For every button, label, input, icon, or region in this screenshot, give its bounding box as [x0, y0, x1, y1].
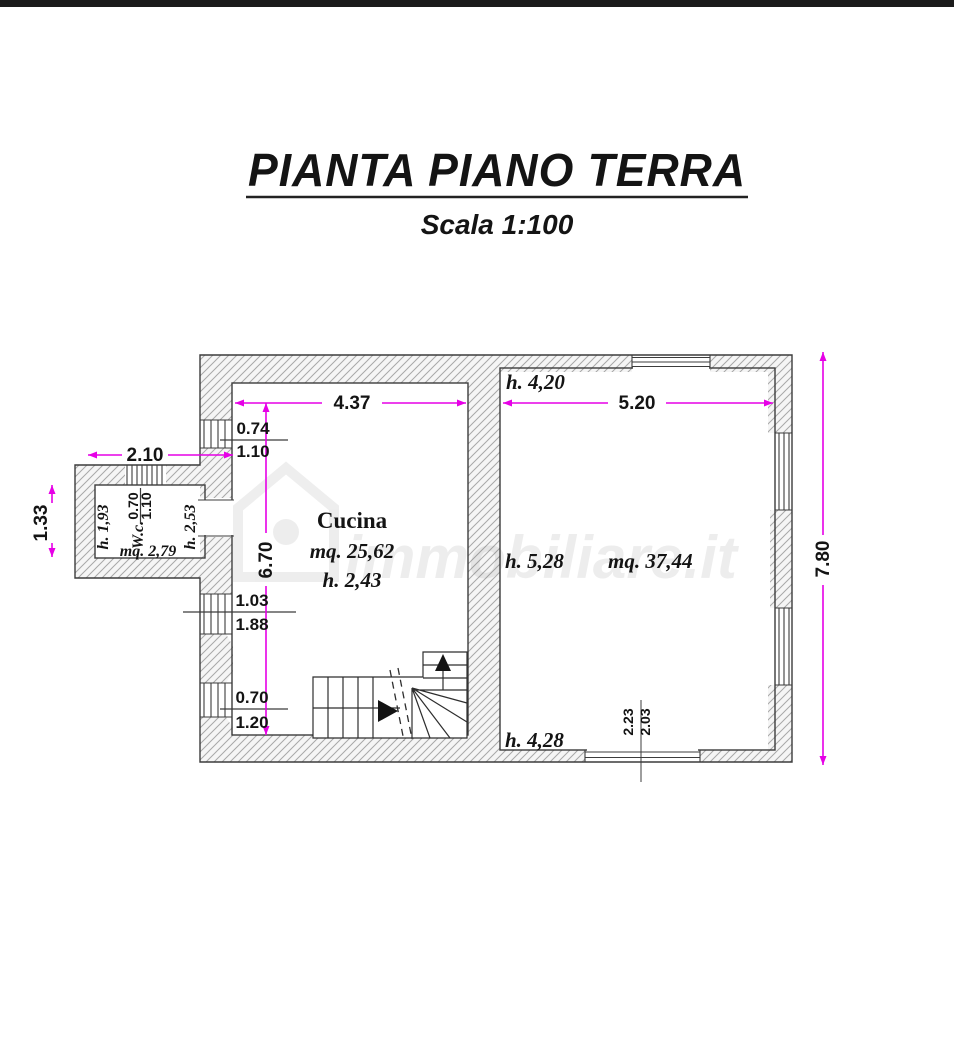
dim-kitchen-depth: 6.70	[256, 542, 277, 579]
dim-wc-width: 2.10	[127, 445, 164, 466]
kitchen-area: mq. 25,62	[310, 539, 395, 563]
dim-kitchen-width: 4.37	[334, 393, 371, 414]
stair-up-arrow	[435, 654, 451, 671]
watermark-text: immobiliare.it	[345, 524, 740, 591]
watermark: immobiliare.it	[233, 461, 740, 591]
kitchen-label: Cucina	[317, 508, 388, 533]
dim-window-low-height: 1.20	[235, 713, 268, 732]
window-lines	[126, 355, 792, 782]
watermark-house-icon	[233, 461, 339, 582]
walls	[75, 355, 792, 762]
page-title: PIANTA PIANO TERRA	[248, 144, 746, 196]
scan-top-bar	[0, 0, 954, 7]
wc-height-right: h. 2,53	[182, 505, 199, 550]
dim-window-top-height: 1.10	[236, 442, 269, 461]
dim-wc-depth: 1.33	[31, 505, 52, 542]
stair-right-arrow	[378, 700, 398, 722]
kitchen-height: h. 2,43	[323, 568, 382, 592]
living-height-bottom: h. 4,28	[505, 728, 564, 752]
room-labels: h. 1,93 0.70 1.10 W.c. mq. 2,79 h. 2,53 …	[95, 370, 693, 752]
stair-direction-arrows	[378, 654, 451, 722]
living-area: mq. 37,44	[608, 549, 693, 573]
dim-door-b: 2.03	[637, 708, 653, 735]
dim-window-mid-height: 1.88	[235, 615, 268, 634]
wc-label: W.c.	[130, 521, 147, 549]
dimension-labels: 2.10 1.33 4.37 6.70 5.20 7.80 0.74 1.10 …	[31, 393, 834, 736]
wc-height-left: h. 1,93	[95, 505, 112, 550]
wc-window-height: 1.10	[138, 492, 154, 519]
stairs	[312, 651, 468, 742]
wc-area: mq. 2,79	[120, 543, 176, 560]
wc-window-width: 0.70	[125, 492, 141, 519]
watermark-dot	[273, 519, 299, 545]
wall-outlines	[74, 354, 793, 763]
dim-door-a: 2.23	[620, 708, 636, 735]
dim-plan-depth: 7.80	[813, 541, 834, 578]
dim-living-width: 5.20	[619, 393, 656, 414]
dim-window-top-width: 0.74	[236, 419, 270, 438]
page-subtitle: Scala 1:100	[421, 209, 574, 240]
dim-window-mid-width: 1.03	[235, 591, 268, 610]
dimension-arrowheads	[48, 352, 827, 765]
living-height-middle: h. 5,28	[505, 549, 564, 573]
dim-window-low-width: 0.70	[235, 688, 268, 707]
living-height-top: h. 4,20	[506, 370, 565, 394]
